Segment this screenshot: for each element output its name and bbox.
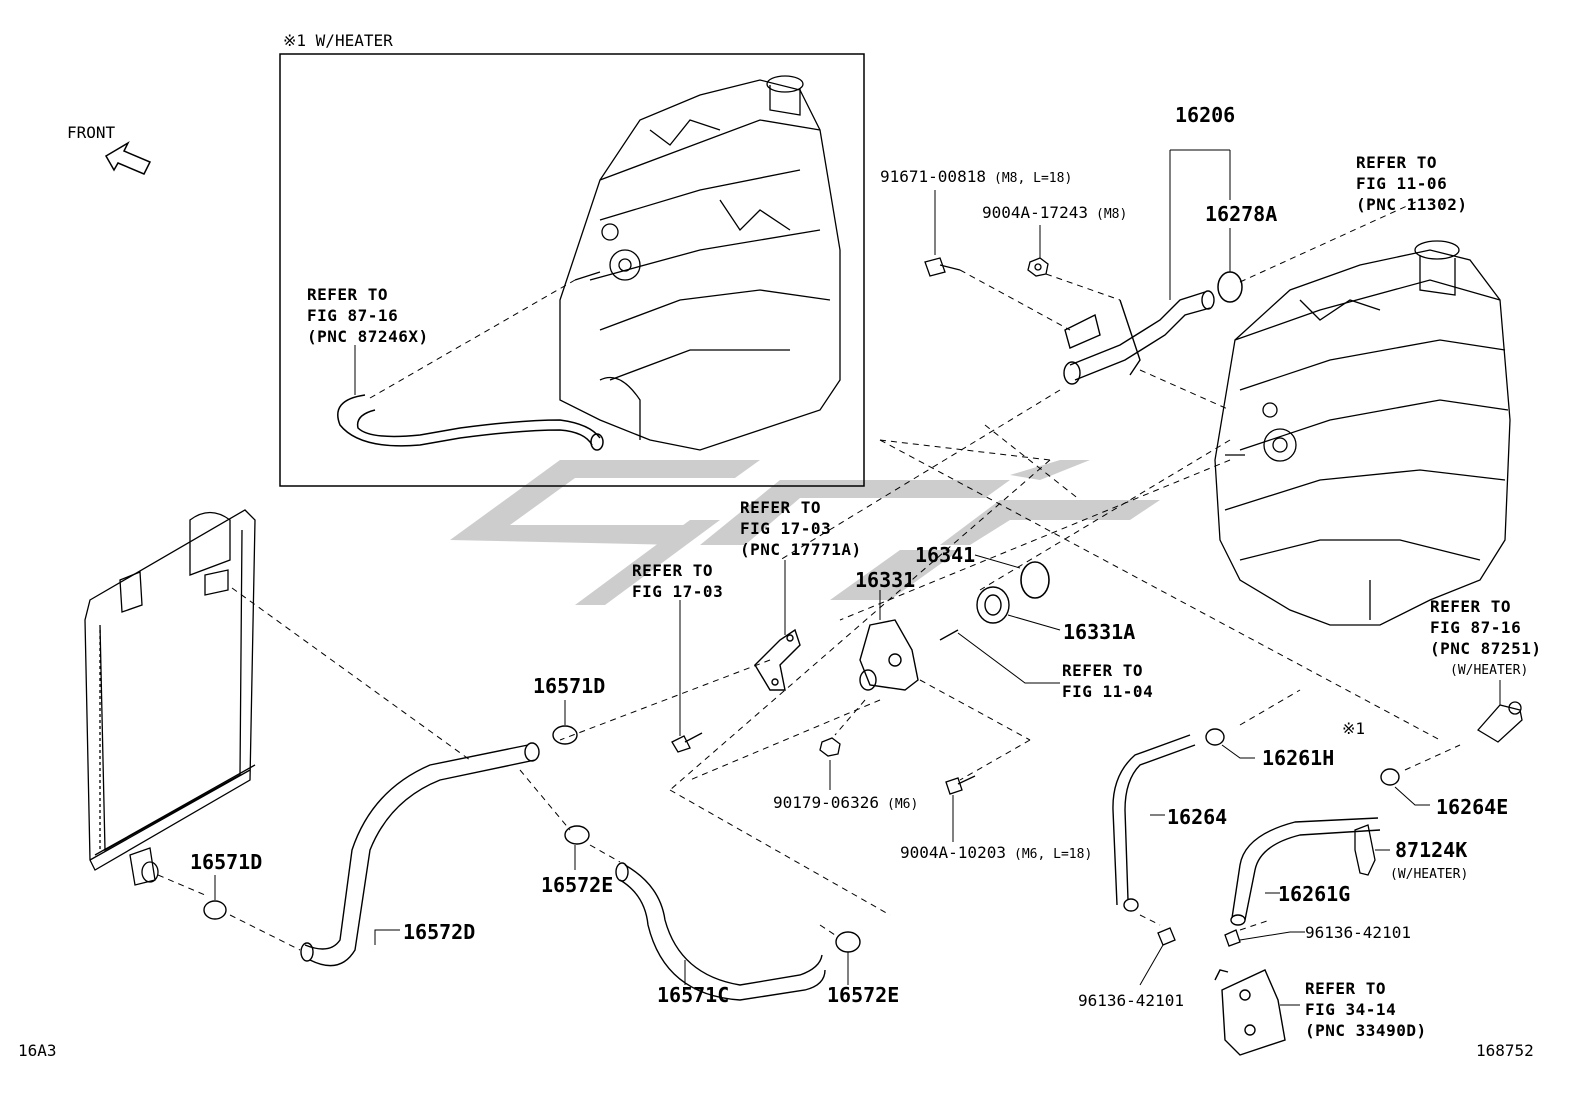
ref-87251-note: (W/HEATER) — [1450, 663, 1529, 678]
radiator — [84, 509, 256, 886]
part-87124K[interactable]: 87124K — [1395, 838, 1468, 862]
clamp-16572E-b — [835, 931, 861, 953]
sensor-pin — [939, 629, 959, 641]
inset-heater-hose — [337, 394, 604, 451]
part-16331A[interactable]: 16331A — [1063, 620, 1136, 644]
clamp-16572E-a — [564, 825, 590, 845]
part-96136-42101-left[interactable]: 96136-42101 — [1078, 991, 1184, 1010]
part-16341[interactable]: 16341 — [915, 543, 976, 567]
water-inlet-pipe-16206 — [1063, 290, 1215, 385]
thermostat-16331A — [976, 586, 1010, 624]
leader-lines — [157, 199, 1461, 951]
ref-fig-17-03-b[interactable]: REFER TO FIG 17-03 — [632, 561, 724, 601]
part-16572E-a[interactable]: 16572E — [541, 873, 614, 897]
ref-fig-34-14[interactable]: REFER TO FIG 34-14 (PNC 33490D) — [1305, 979, 1427, 1040]
inset-title: ※1 W/HEATER — [283, 31, 393, 50]
ref-fig-87-16-inset[interactable]: REFER TO FIG 87-16 (PNC 87246X) — [307, 285, 429, 346]
front-label: FRONT — [67, 123, 116, 142]
hose-16264 — [1112, 734, 1196, 912]
water-outlet-16331 — [859, 619, 919, 691]
ref-fig-87-16-right[interactable]: REFER TO FIG 87-16 (PNC 87251) — [1430, 597, 1542, 658]
hose-16572D — [300, 742, 540, 967]
part-90179-spec: (M6) — [887, 797, 919, 812]
clamp-16264E — [1380, 768, 1400, 786]
hose-16261G — [1230, 817, 1381, 926]
part-16572E-b[interactable]: 16572E — [827, 983, 900, 1007]
part-91671-spec: (M8, L=18) — [994, 171, 1073, 186]
watermark-logo — [450, 460, 1160, 605]
oil-cooler-33490D — [1214, 969, 1286, 1056]
part-87124K-note: (W/HEATER) — [1390, 867, 1469, 882]
gasket-16341 — [1020, 561, 1050, 599]
clip-87124K — [1354, 824, 1376, 876]
nut-9004A-17243 — [1027, 257, 1049, 277]
ref-fig-11-04[interactable]: REFER TO FIG 11-04 — [1062, 661, 1154, 701]
part-16261H[interactable]: 16261H — [1262, 746, 1335, 770]
part-16572D[interactable]: 16572D — [403, 920, 476, 944]
part-16206[interactable]: 16206 — [1175, 103, 1236, 127]
figure-code: 16A3 — [18, 1041, 57, 1060]
part-16571D-lower[interactable]: 16571D — [190, 850, 263, 874]
middle-bolts — [671, 732, 976, 795]
connector-87251 — [1476, 701, 1523, 743]
ref-fig-17-03-a[interactable]: REFER TO FIG 17-03 (PNC 17771A) — [740, 498, 862, 559]
inset-engine-block — [559, 75, 841, 451]
part-16278A[interactable]: 16278A — [1205, 202, 1278, 226]
fittings-96136 — [1157, 927, 1241, 947]
clamp-16571D-a — [552, 725, 578, 745]
bolt-91671 — [924, 257, 961, 277]
part-90179-06326[interactable]: 90179-06326 — [773, 793, 879, 812]
clamp-16571D-b — [203, 900, 227, 920]
clamps — [203, 725, 1400, 953]
part-9004A-10203[interactable]: 9004A-10203 — [900, 843, 1006, 862]
part-16571D-upper[interactable]: 16571D — [533, 674, 606, 698]
part-16261G[interactable]: 16261G — [1278, 882, 1351, 906]
star-note-1: ※1 — [1342, 719, 1366, 738]
part-16264E[interactable]: 16264E — [1436, 795, 1509, 819]
illustration-number: 168752 — [1476, 1041, 1534, 1060]
gasket-16278A — [1217, 271, 1243, 303]
front-arrow-icon — [104, 141, 152, 175]
part-9004A-10203-spec: (M6, L=18) — [1014, 847, 1093, 862]
part-16331[interactable]: 16331 — [855, 568, 916, 592]
part-16264[interactable]: 16264 — [1167, 805, 1228, 829]
callout-leaders — [214, 149, 1501, 1006]
part-16571C[interactable]: 16571C — [657, 983, 730, 1007]
part-96136-42101-right[interactable]: 96136-42101 — [1305, 923, 1411, 942]
part-9004A-17243[interactable]: 9004A-17243 — [982, 203, 1088, 222]
bracket-17771A — [754, 628, 801, 691]
clamp-16261H — [1205, 728, 1225, 746]
part-91671-00818[interactable]: 91671-00818 — [880, 167, 986, 186]
inset-frame — [279, 53, 865, 487]
ref-fig-11-06[interactable]: REFER TO FIG 11-06 (PNC 11302) — [1356, 153, 1468, 214]
main-engine-block — [1214, 240, 1511, 626]
hose-16571C — [615, 862, 826, 1001]
part-9004A-17243-spec: (M8) — [1096, 207, 1128, 222]
